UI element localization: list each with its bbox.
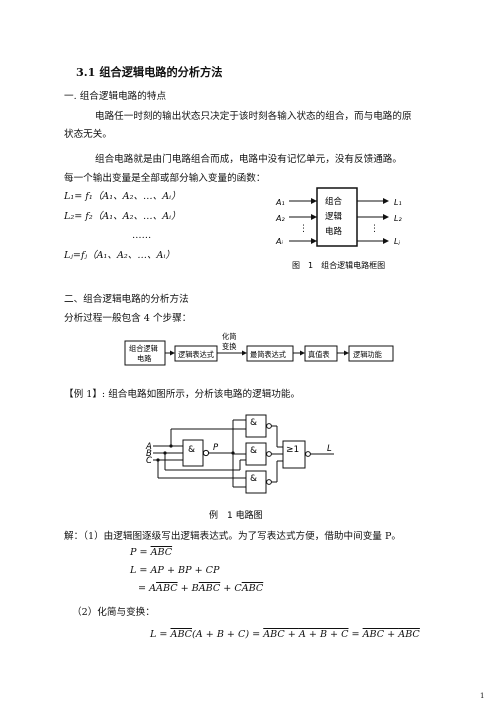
fig2-mid-p: P bbox=[213, 443, 219, 453]
equation-l2: L₂= f₂（A₁、A₂、…、Aᵢ） bbox=[64, 211, 181, 222]
fig2-gate-and-1: & bbox=[250, 418, 257, 428]
fig1-output-l2: L₂ bbox=[394, 214, 402, 223]
fig1-box-label-1: 组合 bbox=[325, 196, 343, 207]
page-number: 1 bbox=[480, 692, 485, 700]
fig2-gate-or: ≥1 bbox=[286, 445, 299, 455]
flow-step1-line2: 电路 bbox=[137, 354, 151, 363]
equation-l: L = AP + BP + CP bbox=[130, 565, 220, 576]
fig2-caption: 例 1 电路图 bbox=[209, 509, 263, 521]
paragraph-line: 状态无关。 bbox=[64, 129, 112, 140]
flow-step2: 逻辑表达式 bbox=[178, 350, 214, 359]
paragraph: 分析过程一般包含 4 个步骤： bbox=[64, 313, 192, 324]
fig1-input-a1: A₁ bbox=[275, 198, 285, 207]
fig1-input-ai: Aᵢ bbox=[275, 237, 283, 246]
flow-step1-line1: 组合逻辑 bbox=[129, 344, 158, 353]
equation-lj: Lⱼ=fⱼ（A₁、A₂、…、Aᵢ） bbox=[64, 250, 175, 261]
paragraph: 组合电路就是由门电路组合而成，电路中没有记忆单元，没有反馈通路。 bbox=[95, 154, 402, 165]
solution-step-1: 解：（1）由逻辑图逐级写出逻辑表达式。为了写表达式方便，借助中间变量 P。 bbox=[64, 531, 401, 542]
heading-method: 二、组合逻辑电路的分析方法 bbox=[64, 294, 189, 305]
svg-text:⋮: ⋮ bbox=[299, 224, 308, 234]
fig1-box-label-2: 逻辑 bbox=[325, 211, 343, 222]
step-2-label: （2）化简与变换： bbox=[72, 607, 155, 618]
fig2-gate-and-main: & bbox=[188, 445, 195, 455]
fig1-output-l1: L₁ bbox=[394, 198, 402, 207]
flow-label-1: 化简 bbox=[222, 332, 236, 341]
section-title: 3.1 组合逻辑电路的分析方法 bbox=[76, 65, 223, 79]
flow-step4: 真值表 bbox=[308, 350, 330, 359]
fig1-output-lj: Lⱼ bbox=[394, 237, 400, 246]
equation-l1: L₁= f₁（A₁、A₂、…、Aᵢ） bbox=[64, 191, 181, 202]
flow-step3: 最简表达式 bbox=[250, 350, 286, 359]
flow-step5: 逻辑功能 bbox=[353, 350, 382, 359]
paragraph-line: 电路任一时刻的输出状态只决定于该时刻各输入状态的组合，而与电路的原 bbox=[95, 111, 412, 122]
fig2-input-c: C bbox=[146, 456, 152, 466]
heading-features: 一. 组合逻辑电路的特点 bbox=[64, 91, 167, 102]
flow-label-2: 变换 bbox=[222, 342, 236, 351]
equation-ellipsis: …… bbox=[132, 230, 152, 241]
fig1-input-a2: A₂ bbox=[275, 214, 285, 223]
fig2-input-b: B bbox=[146, 449, 152, 459]
fig2-output-l: L bbox=[327, 444, 332, 454]
fig1-box-label-3: 电路 bbox=[325, 226, 343, 237]
fig2-input-a: A bbox=[145, 442, 152, 452]
fig2-gate-and-2: & bbox=[250, 446, 257, 456]
example-1: 【例 1】: 组合电路如图所示，分析该电路的逻辑功能。 bbox=[64, 389, 301, 400]
fig2-gate-and-3: & bbox=[250, 474, 257, 484]
svg-text:⋮: ⋮ bbox=[370, 224, 379, 234]
equation-p: P = ABC bbox=[130, 547, 173, 558]
equation-l-expanded: = AABC + BABC + CABC bbox=[138, 583, 264, 594]
fig1-caption: 图 1 组合逻辑电路框图 bbox=[292, 260, 385, 270]
equation-simplified: L = ABC(A + B + C) = ABC + A + B + C = A… bbox=[150, 629, 420, 640]
paragraph: 每一个输出变量是全部或部分输入变量的函数： bbox=[64, 173, 266, 184]
